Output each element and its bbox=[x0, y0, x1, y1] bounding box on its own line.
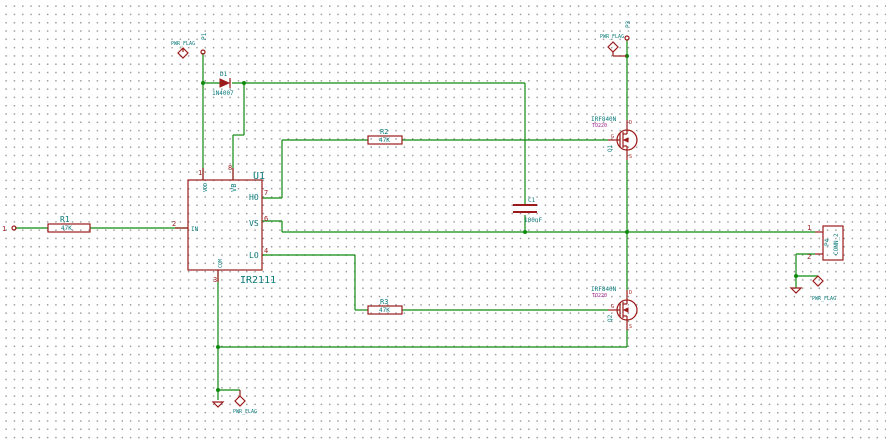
ground-p4[interactable]: PWR_FLAG bbox=[789, 275, 836, 302]
u1-pin-in-name: IN bbox=[191, 226, 199, 233]
r3-value: 47K bbox=[379, 307, 390, 314]
p1-terminal bbox=[200, 49, 206, 55]
p4-pin2-number: 2 bbox=[807, 253, 811, 261]
junctions bbox=[201, 54, 798, 392]
r2-ref: R2 bbox=[380, 128, 388, 136]
pwr-flag-diamond bbox=[812, 275, 824, 287]
u1-pin-vdd-number: 1 bbox=[198, 169, 202, 177]
r1-ref: R1 bbox=[60, 215, 70, 224]
u1-pin-com-name: COM bbox=[218, 259, 224, 268]
u1-pin-vb-name: VB bbox=[230, 184, 238, 192]
pwr-flag-label: PWR_FLAG bbox=[600, 34, 624, 40]
p4-value: CONN_2 bbox=[833, 233, 840, 255]
p4-body bbox=[822, 225, 844, 261]
mosfet-q-bottom[interactable]: IRF840N TO220 Q2 G D S bbox=[591, 286, 638, 330]
resistor-r1[interactable]: R1 47K bbox=[47, 215, 91, 233]
resistor-r3[interactable]: R3 47K bbox=[367, 298, 403, 315]
q-top-pin-g: G bbox=[611, 134, 614, 140]
diode-d1[interactable]: D1 1N4007 bbox=[212, 71, 234, 97]
d1-value: 1N4007 bbox=[212, 90, 234, 97]
u1-pin-com-number: 3 bbox=[213, 276, 217, 284]
r1-body bbox=[47, 223, 91, 233]
u1-pin-vs-name: VS bbox=[249, 219, 259, 228]
q-top-package: TO220 bbox=[592, 123, 607, 129]
mosfet-q-top[interactable]: IRF840N TO220 Q1 G D S bbox=[591, 116, 638, 160]
p3-ref: P3 bbox=[625, 20, 632, 28]
c1-ref: C1 bbox=[528, 197, 536, 204]
u1-pin-vb-number: 8 bbox=[228, 164, 232, 172]
ground-main[interactable]: PWR_FLAG bbox=[211, 390, 257, 415]
ground-symbol bbox=[211, 401, 225, 408]
u1-pin-vs-number: 6 bbox=[264, 215, 268, 223]
input-terminal-circle bbox=[11, 225, 17, 231]
capacitor-c1[interactable]: C1 100nF bbox=[513, 197, 542, 224]
pwr-flag-diamond bbox=[234, 395, 246, 407]
pwr-flag-label: PWR_FLAG bbox=[171, 41, 195, 47]
pwr-flag-p3[interactable]: P3 PWR_FLAG bbox=[600, 20, 632, 57]
junction bbox=[523, 230, 527, 234]
q-bottom-pin-s: S bbox=[629, 324, 632, 330]
q-bottom-arrow bbox=[622, 307, 629, 313]
q-bottom-package: TO220 bbox=[592, 293, 607, 299]
p4-pin1-number: 1 bbox=[807, 224, 811, 232]
pwr-flag-label: PWR_FLAG bbox=[812, 296, 836, 302]
ground-symbol bbox=[789, 287, 803, 294]
u1-pin-lo-name: LO bbox=[249, 251, 259, 260]
u1-pin-ho-number: 7 bbox=[264, 189, 268, 197]
q-top-value: IRF840N bbox=[591, 116, 617, 123]
junction bbox=[242, 81, 246, 85]
u1-ref: U1 bbox=[253, 171, 265, 182]
p1-ref: P1 bbox=[201, 32, 208, 40]
r3-body bbox=[367, 305, 403, 315]
junction bbox=[625, 230, 629, 234]
c1-value: 100nF bbox=[524, 217, 542, 224]
q-bottom-value: IRF840N bbox=[591, 286, 617, 293]
u1-value: IR2111 bbox=[240, 275, 276, 286]
input-terminal[interactable]: 1 bbox=[2, 225, 17, 233]
q-bottom-pin-g: G bbox=[611, 304, 614, 310]
d1-triangle bbox=[219, 78, 231, 88]
connector-p4[interactable]: 1 2 P4 CONN_2 bbox=[807, 224, 844, 261]
ic-u1[interactable]: 2 1 8 7 6 4 3 IN VDD VB HO VS LO COM U1 … bbox=[172, 164, 276, 286]
junction bbox=[794, 274, 798, 278]
u1-pin-lo-number: 4 bbox=[264, 247, 268, 255]
r2-body bbox=[367, 135, 403, 145]
q-top-ref: Q1 bbox=[607, 144, 614, 152]
r3-ref: R3 bbox=[380, 298, 388, 306]
r2-value: 47K bbox=[379, 137, 390, 144]
junction bbox=[216, 388, 220, 392]
q-top-pin-s: S bbox=[629, 154, 632, 160]
q-bottom-pin-d: D bbox=[629, 290, 632, 296]
d1-ref: D1 bbox=[220, 71, 228, 78]
u1-body bbox=[187, 179, 263, 271]
p3-terminal bbox=[624, 35, 630, 41]
u1-pin-ho-name: HO bbox=[249, 193, 259, 202]
input-pin-number: 1 bbox=[2, 225, 6, 233]
resistor-r2[interactable]: R2 47K bbox=[367, 128, 403, 145]
pwr-flag-diamond bbox=[177, 47, 189, 59]
wires bbox=[15, 40, 818, 400]
r1-value: 47K bbox=[61, 225, 72, 232]
u1-pin-vdd-name: VDD bbox=[203, 183, 209, 192]
u1-pin-in-number: 2 bbox=[172, 220, 176, 228]
pwr-flag-p1[interactable]: P1 PWR_FLAG bbox=[171, 32, 208, 59]
pwr-flag-diamond bbox=[607, 41, 619, 53]
q-top-arrow bbox=[622, 137, 629, 143]
junction bbox=[216, 345, 220, 349]
q-bottom-ref: Q2 bbox=[607, 314, 614, 322]
pwr-flag-label: PWR_FLAG bbox=[233, 409, 257, 415]
junction bbox=[201, 81, 205, 85]
q-top-pin-d: D bbox=[629, 120, 632, 126]
p4-ref: P4 bbox=[824, 238, 831, 246]
